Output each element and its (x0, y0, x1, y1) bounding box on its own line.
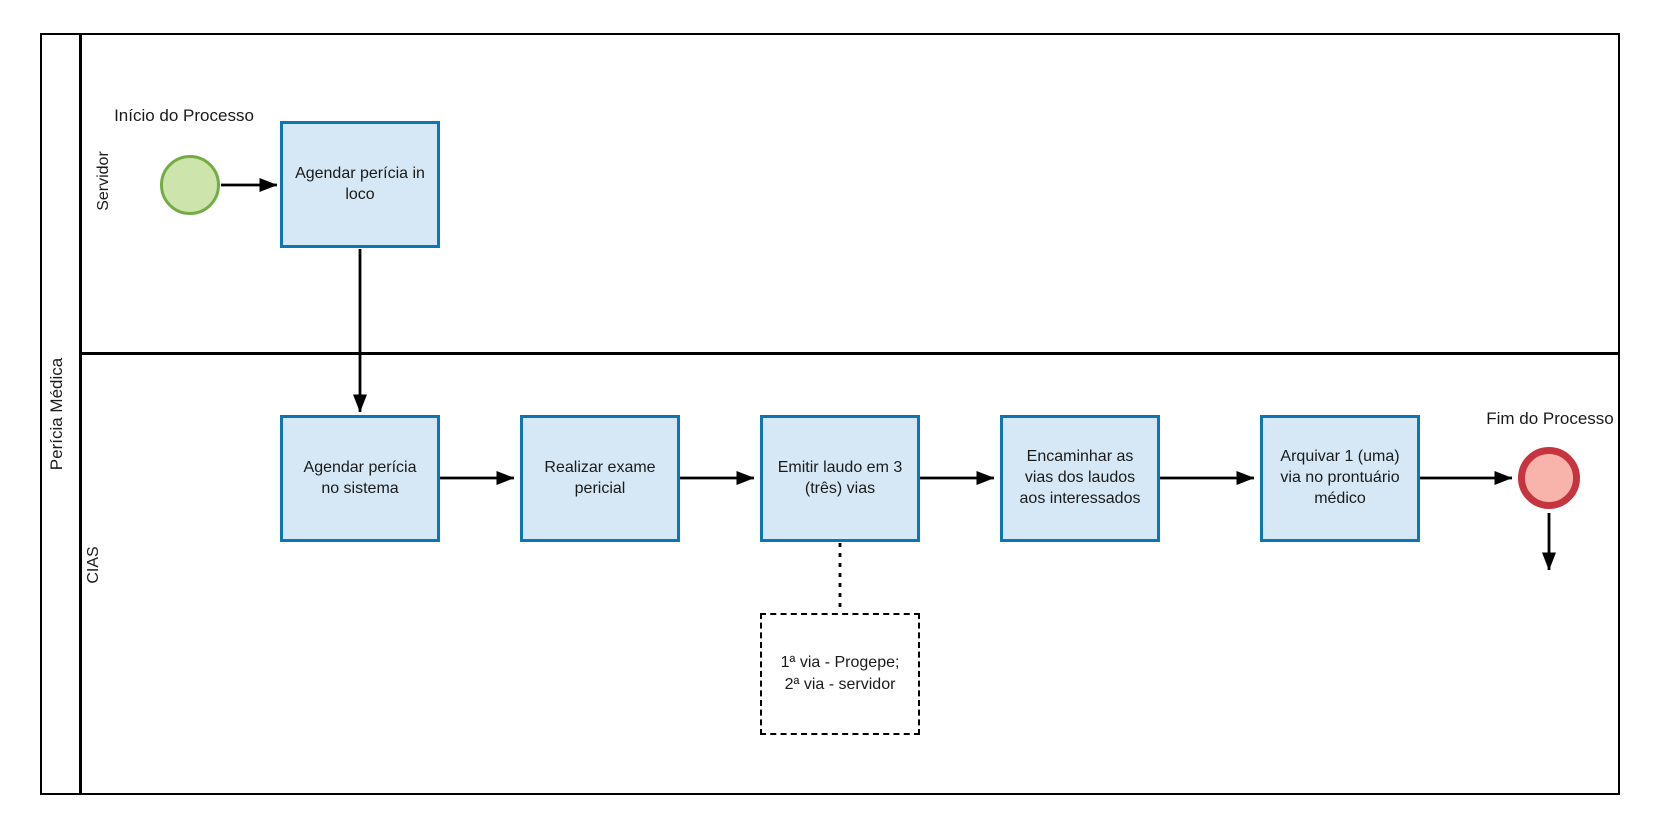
pool-title-divider (79, 33, 82, 795)
task-label: Realizar exame pericial (544, 458, 656, 497)
annotation-text: 1ª via - Progepe; 2ª via - servidor (780, 654, 900, 693)
pool-border (40, 33, 1620, 795)
annotation-vias-note[interactable]: 1ª via - Progepe; 2ª via - servidor (760, 613, 920, 735)
lane-label-servidor: Servidor (95, 151, 112, 211)
task-label: Arquivar 1 (uma) via no prontuário médic… (1280, 448, 1400, 507)
task-agendar-pericia-no-sistema[interactable]: Agendar perícia no sistema (280, 415, 440, 542)
pool-label: Perícia Médica (47, 357, 66, 471)
start-event-circle[interactable] (160, 155, 220, 215)
task-agendar-pericia-in-loco[interactable]: Agendar perícia in loco (280, 121, 440, 248)
task-arquivar-via-prontuario[interactable]: Arquivar 1 (uma) via no prontuário médic… (1260, 415, 1420, 542)
start-event-label: Início do Processo (114, 106, 254, 125)
end-event-label: Fim do Processo (1486, 409, 1614, 428)
lane-divider (80, 352, 1620, 355)
task-emitir-laudo[interactable]: Emitir laudo em 3 (três) vias (760, 415, 920, 542)
end-event-circle[interactable] (1518, 447, 1580, 509)
task-encaminhar-vias-laudos[interactable]: Encaminhar as vias dos laudos aos intere… (1000, 415, 1160, 542)
task-realizar-exame-pericial[interactable]: Realizar exame pericial (520, 415, 680, 542)
task-label: Encaminhar as vias dos laudos aos intere… (1019, 448, 1141, 507)
task-label: Agendar perícia in loco (295, 164, 425, 203)
task-label: Agendar perícia no sistema (303, 458, 417, 497)
task-label: Emitir laudo em 3 (três) vias (777, 458, 903, 497)
lane-label-cias: CIAS (85, 546, 102, 584)
